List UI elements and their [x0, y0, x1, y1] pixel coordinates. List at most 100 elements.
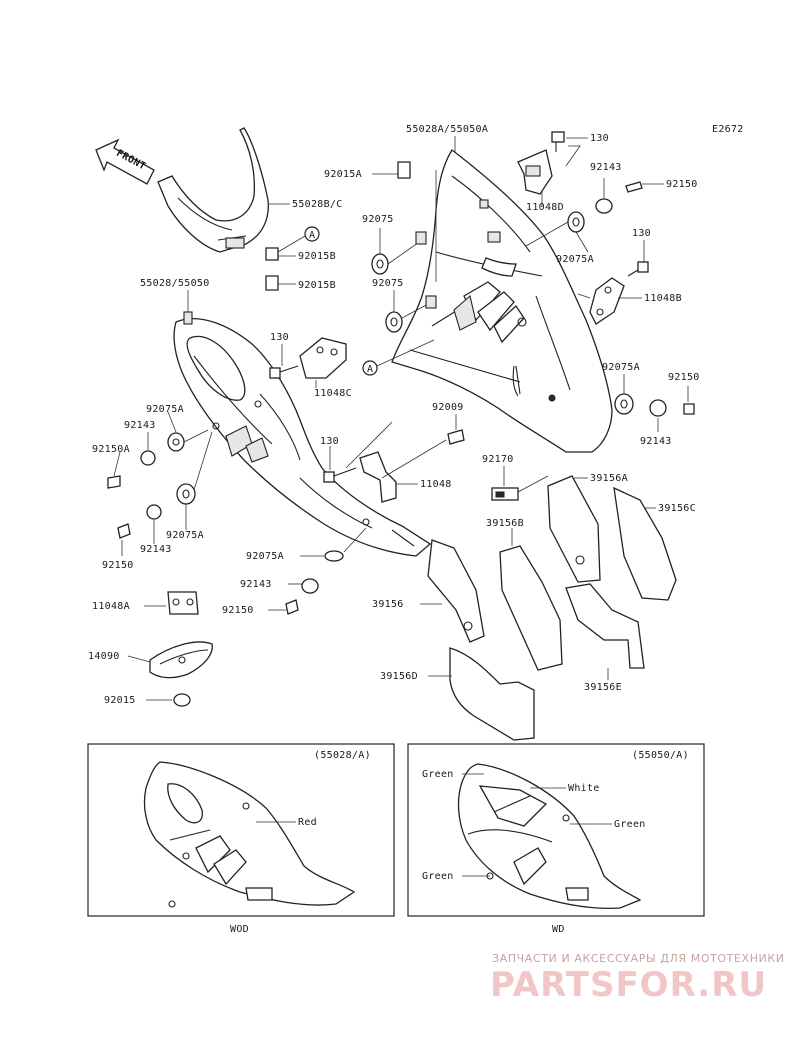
pad-39156E — [565, 583, 645, 669]
label-92150A: 92150A — [92, 444, 130, 455]
label-39156D: 39156D — [380, 671, 418, 682]
clip-92015B-2 — [265, 275, 279, 291]
ref-marker-a-2: A — [362, 339, 435, 376]
label-11048C: 11048C — [314, 388, 352, 399]
label-92009: 92009 — [432, 402, 464, 413]
label-11048A: 11048A — [92, 601, 130, 612]
watermark: ЗАПЧАСТИ И АКСЕССУАРЫ ДЛЯ МОТОТЕХНИКИ PA… — [490, 952, 785, 1005]
svg-text:A: A — [367, 364, 373, 375]
label-39156C: 39156C — [658, 503, 696, 514]
bolt-130-top — [551, 131, 565, 152]
inset-right-color-green-1: Green — [422, 769, 454, 780]
label-92150-low: 92150 — [222, 605, 254, 616]
label-130-right: 130 — [632, 228, 651, 239]
bracket-11048A — [167, 591, 199, 615]
label-92075A-top: 92075A — [556, 254, 594, 265]
grommet-92143-left2 — [146, 504, 162, 520]
label-11048D: 11048D — [526, 202, 564, 213]
grommet-92075A-left — [167, 432, 185, 452]
grommet-92075A-left2 — [176, 483, 196, 505]
pad-39156B — [499, 545, 563, 671]
inset-right-color-white: White — [568, 783, 600, 794]
grommet-92075A-low — [324, 550, 344, 562]
inset-right-panel: (55050/A) Green White Green Green — [407, 743, 705, 917]
grommet-92075A-right — [614, 393, 634, 415]
label-92143-left2: 92143 — [140, 544, 172, 555]
bolt-92150-left — [117, 523, 131, 539]
inset-right-ref: (55050/A) — [632, 750, 689, 761]
label-92015B-1: 92015B — [298, 251, 336, 262]
label-92015A: 92015A — [324, 169, 362, 180]
label-92170: 92170 — [482, 454, 514, 465]
label-92150-right: 92150 — [668, 372, 700, 383]
inset-left-caption: WOD — [230, 924, 249, 935]
grommet-92075A-top — [567, 211, 585, 233]
label-92015: 92015 — [104, 695, 136, 706]
clip-92015A — [397, 161, 411, 179]
clip-92015B-1 — [265, 247, 279, 261]
bracket-11048C — [299, 337, 347, 379]
label-39156B: 39156B — [486, 518, 524, 529]
label-92143-right: 92143 — [640, 436, 672, 447]
label-11048B: 11048B — [644, 293, 682, 304]
grommet-92143-low — [301, 578, 319, 594]
clip-92170 — [491, 487, 519, 501]
bracket-11048B — [589, 277, 625, 325]
label-130-top: 130 — [590, 133, 609, 144]
label-14090: 14090 — [88, 651, 120, 662]
bolt-92150-low — [285, 599, 299, 615]
left-side-cowl-part — [173, 311, 432, 557]
label-55028B-C: 55028B/C — [292, 199, 343, 210]
grommet-92075-2 — [385, 311, 403, 333]
bolt-92150-right — [683, 403, 695, 415]
bolt-92009 — [447, 429, 465, 445]
grommet-92143-top — [595, 198, 613, 214]
watermark-brand: PARTSFOR.RU — [490, 965, 767, 1005]
label-92075-2: 92075 — [372, 278, 404, 289]
inset-right-color-green-2: Green — [614, 819, 646, 830]
label-92143-top: 92143 — [590, 162, 622, 173]
inset-left-color-red: Red — [298, 817, 317, 828]
nut-92015 — [173, 693, 191, 707]
label-55028-55050: 55028/55050 — [140, 278, 210, 289]
label-92075A-low: 92075A — [246, 551, 284, 562]
label-55028A-55050A: 55028A/55050A — [406, 124, 488, 135]
label-39156A: 39156A — [590, 473, 628, 484]
label-130-low: 130 — [320, 436, 339, 447]
cover-14090 — [149, 641, 213, 679]
inset-left-panel: (55028/A) Red — [87, 743, 395, 917]
inset-right-caption: WD — [552, 924, 565, 935]
grommet-92143-left — [140, 450, 156, 466]
svg-text:A: A — [309, 230, 315, 241]
label-92075A-left: 92075A — [146, 404, 184, 415]
inset-left-ref: (55028/A) — [314, 750, 371, 761]
grommet-92143-right — [649, 399, 667, 417]
label-92075A-right: 92075A — [602, 362, 640, 373]
watermark-subtitle: ЗАПЧАСТИ И АКСЕССУАРЫ ДЛЯ МОТОТЕХНИКИ — [492, 952, 785, 965]
diagram-id: E2672 — [712, 124, 744, 135]
label-92150-left: 92150 — [102, 560, 134, 571]
label-92015B-2: 92015B — [298, 280, 336, 291]
bolt-92150A — [107, 475, 121, 489]
label-39156: 39156 — [372, 599, 404, 610]
bracket-11048D — [517, 149, 553, 195]
label-92075-1: 92075 — [362, 214, 394, 225]
inset-left-cowl-drawing — [143, 761, 356, 908]
upper-cowl-part — [157, 127, 269, 253]
label-39156E: 39156E — [584, 682, 622, 693]
label-11048: 11048 — [420, 479, 452, 490]
inset-right-cowl-drawing — [457, 763, 642, 910]
inset-right-color-green-3: Green — [422, 871, 454, 882]
bracket-11048 — [359, 451, 397, 503]
label-92143-left: 92143 — [124, 420, 156, 431]
bolt-130-low — [323, 467, 357, 483]
ref-marker-a-1: A — [277, 226, 320, 253]
pad-39156D — [449, 647, 535, 741]
label-92143-low: 92143 — [240, 579, 272, 590]
label-92075A-left2: 92075A — [166, 530, 204, 541]
label-130-mid: 130 — [270, 332, 289, 343]
right-side-cowl-part — [391, 149, 613, 453]
pad-39156A — [547, 475, 601, 583]
bolt-130-mid — [269, 365, 299, 379]
